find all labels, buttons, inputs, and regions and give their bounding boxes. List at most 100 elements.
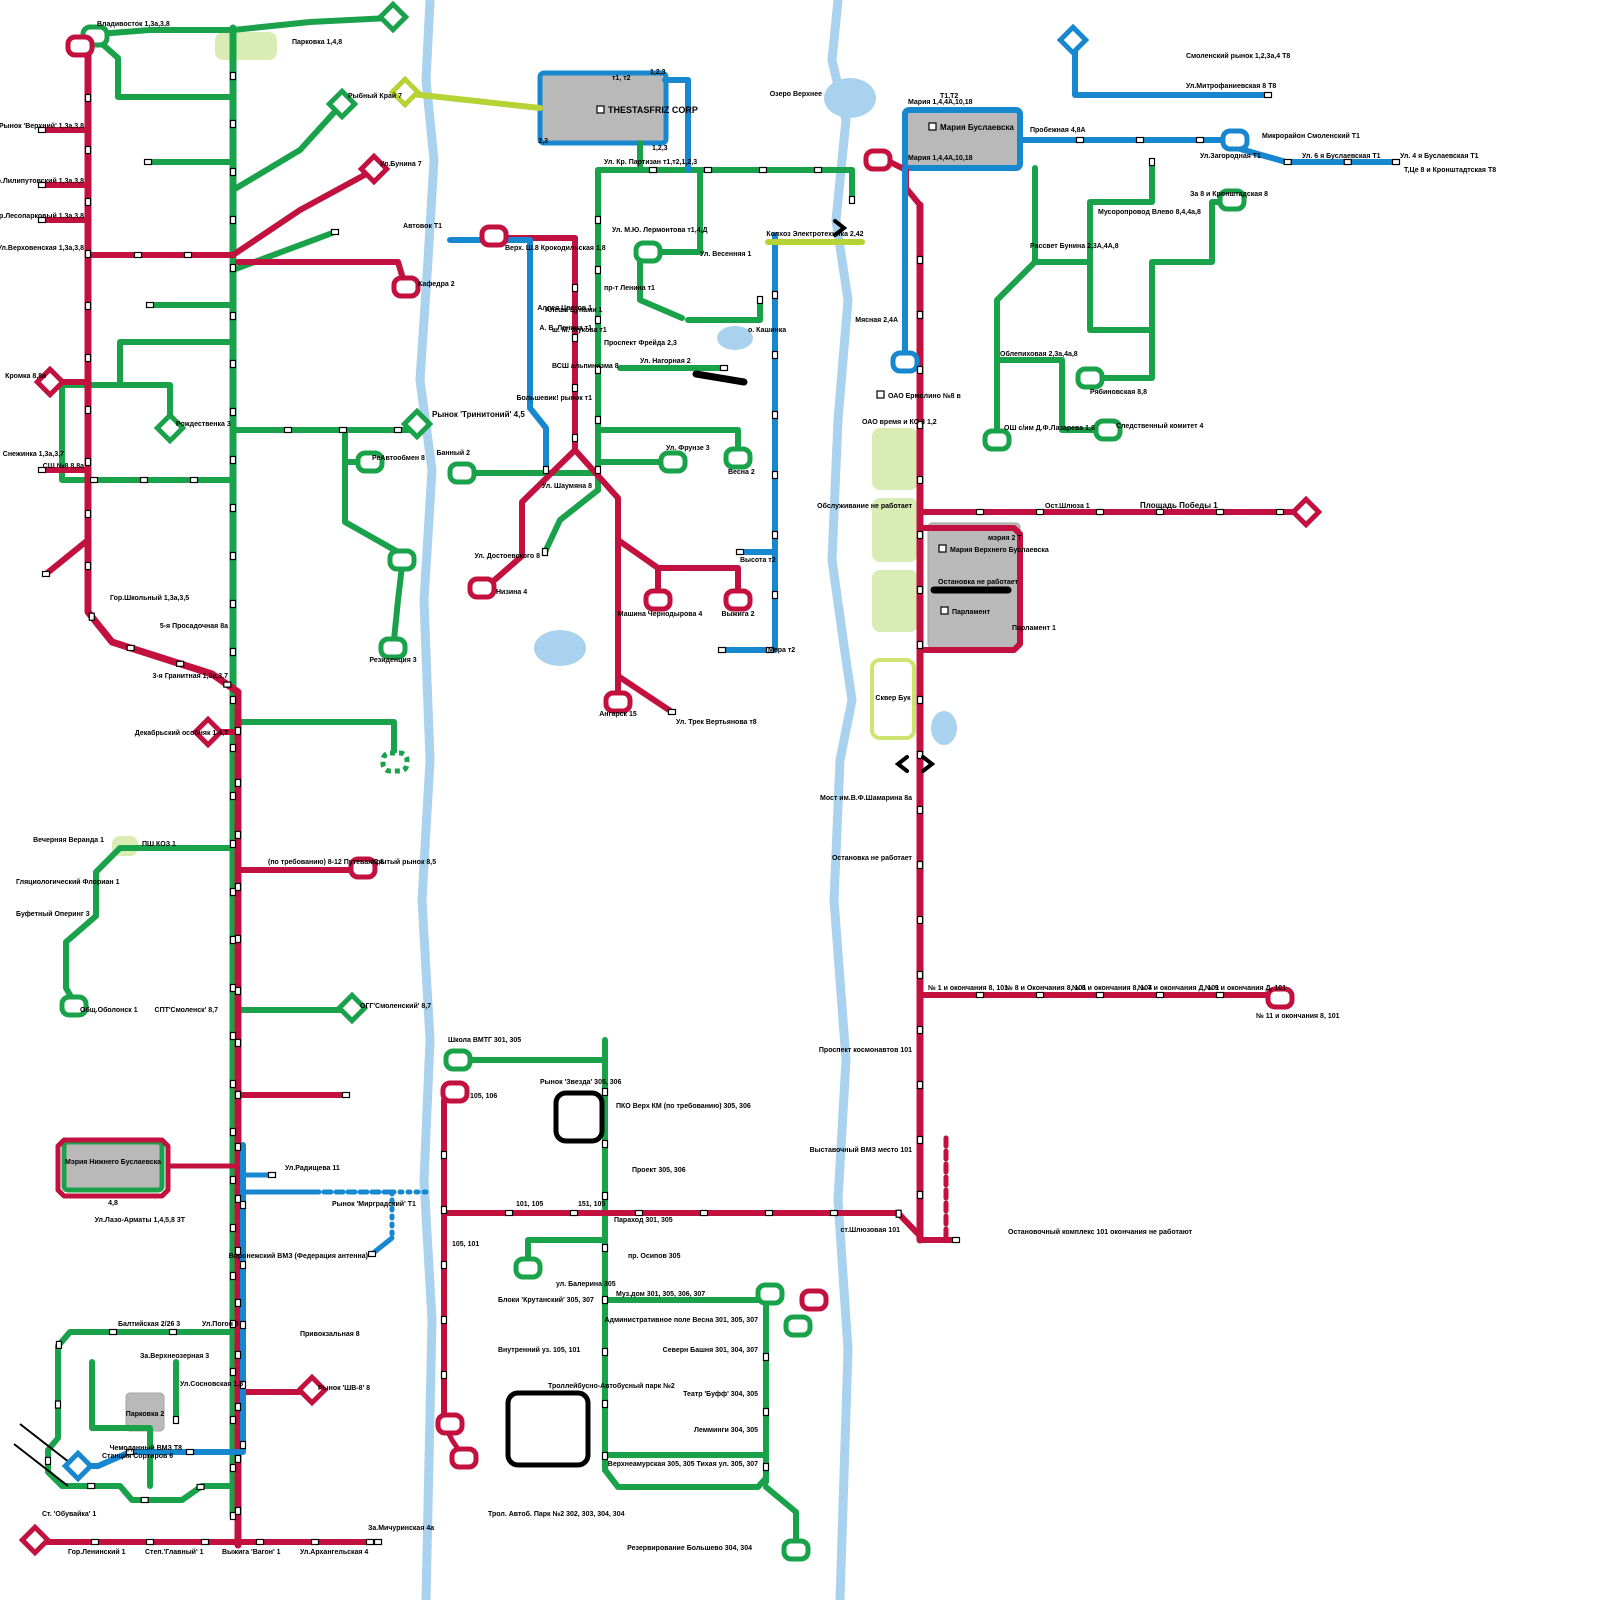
stop-marker (234, 986, 242, 996)
route-line-blue (662, 77, 691, 173)
stop-marker (848, 195, 856, 205)
stop-marker (1263, 91, 1273, 99)
stop-marker (229, 71, 237, 81)
stop-marker (189, 476, 199, 484)
map-label: ОАО время и КО 3 1,2 (862, 419, 937, 426)
route-line-green (525, 1237, 608, 1265)
map-label: Парковка 1,4,8 (292, 39, 342, 46)
park-area (870, 658, 916, 740)
map-label: т1, т2 (612, 75, 631, 82)
map-label: Владивосток 1,3а,3,8 (97, 21, 170, 28)
stop-marker (440, 1315, 448, 1325)
terminal-loop (783, 1314, 813, 1338)
stop-marker (648, 166, 658, 174)
map-label: Муз.дом 301, 305, 306, 307 (616, 1291, 705, 1298)
stop-marker (762, 1462, 770, 1472)
stop-marker (601, 1139, 609, 1149)
stop-marker (916, 805, 924, 815)
map-label: Выжига 'Вагон' 1 (222, 1549, 281, 1556)
label-square-icon (596, 105, 605, 114)
route-line-red (655, 565, 741, 595)
terminal-loop-diamond (191, 715, 225, 749)
stop-marker (84, 301, 92, 311)
map-label: ОГГ'Смоленский' 8,7 (360, 1002, 431, 1010)
stop-marker (1155, 991, 1165, 999)
route-line-green (685, 297, 763, 323)
map-label: Ул.Верховенская 1,3а,3,8 (0, 245, 84, 252)
map-label: 1,2,3 (652, 145, 668, 152)
map-label: Театр 'Буфф' 304, 305 (683, 1391, 758, 1398)
stop-marker (771, 350, 779, 360)
stop-marker (234, 1194, 242, 1204)
stop-marker (601, 1191, 609, 1201)
terminal-loop-diamond (335, 991, 369, 1025)
stop-marker (196, 1483, 205, 1491)
stop-marker (829, 1209, 839, 1217)
stop-marker (229, 1367, 237, 1377)
terminal-loop (723, 588, 753, 612)
route-line-green (97, 39, 236, 100)
map-label: Ул.Радищева 11 (285, 1165, 340, 1172)
map-label: Мост им.В.Ф.Шамарина 8а (820, 795, 912, 802)
stop-marker (1343, 158, 1352, 166)
stop-marker (1215, 991, 1225, 999)
map-label: Парламент (952, 609, 991, 616)
map-label: Внутренний уз. 105, 101 (498, 1346, 580, 1354)
terminal-loop (467, 576, 497, 600)
river (415, 0, 439, 1600)
route-line-green (637, 249, 685, 321)
map-label: Ул. Нагорная 2 (640, 358, 691, 365)
stop-marker (975, 508, 985, 516)
stop-marker (229, 887, 237, 897)
stop-marker (594, 465, 602, 475)
route-line-green (994, 165, 1038, 435)
stop-marker (916, 420, 924, 430)
direction-chevron (921, 755, 936, 773)
route-line-green (63, 845, 236, 1003)
stop-marker (84, 561, 92, 571)
map-label: Ул. Достоевского 8 (474, 553, 540, 560)
map-label: Ул. Весенняя 1 (700, 251, 751, 258)
stop-marker (234, 1350, 242, 1360)
stop-marker (771, 590, 779, 600)
stop-marker (594, 365, 602, 375)
map-label: Аллея Цветов 1 (537, 305, 592, 312)
route-line-red (55, 1137, 171, 1199)
map-label: Алеша Цунами 1 (545, 307, 603, 314)
stop-marker (234, 1090, 242, 1100)
stop-marker (571, 433, 579, 443)
stop-marker (569, 1209, 579, 1217)
terminal-loop (449, 1446, 479, 1470)
stop-marker (764, 1209, 774, 1217)
map-label: Пробежная 4,8А (1030, 126, 1086, 134)
map-label: Т1,Т2 (940, 93, 958, 100)
stop-marker (234, 778, 242, 788)
map-label: Площадь Победы 1 (1140, 501, 1218, 510)
stop-marker (37, 181, 47, 189)
stop-marker (440, 1370, 448, 1380)
map-label: 101, 105 (516, 1201, 543, 1208)
stop-marker (571, 383, 579, 393)
stop-marker (229, 455, 237, 465)
stop-marker (393, 426, 403, 434)
map-label: мэрия 2 Т (988, 535, 1022, 542)
map-label: Ул.Лазо-Арматы 1,4,5,8 3Т (95, 1217, 186, 1224)
terminal-loop-diamond (18, 1523, 52, 1557)
stop-marker (37, 466, 47, 474)
stop-marker (771, 470, 779, 480)
stop-marker (229, 983, 237, 993)
stop-marker (601, 1399, 609, 1409)
terminal-loop-diamond (295, 1373, 329, 1407)
stop-marker (239, 1200, 247, 1210)
stop-marker (975, 991, 985, 999)
map-label: Северн Башня 301, 304, 307 (663, 1347, 758, 1354)
stop-marker (229, 599, 237, 609)
stop-marker (338, 426, 348, 434)
stop-marker (145, 1538, 155, 1546)
stop-marker (234, 934, 242, 944)
stop-marker (601, 1451, 609, 1461)
stop-marker (239, 1380, 247, 1390)
map-label: Проспект космонавтов 101 (819, 1047, 912, 1054)
stop-marker (571, 333, 579, 343)
map-label: Большевик! рынок т1 (516, 395, 592, 402)
